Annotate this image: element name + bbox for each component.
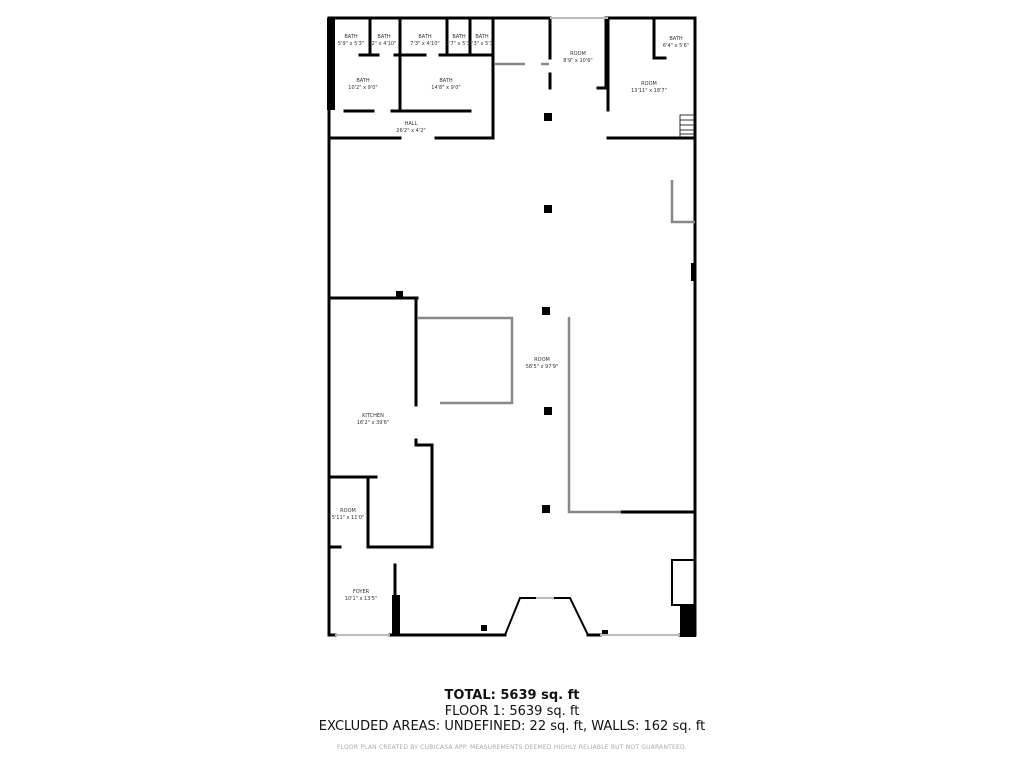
room-dimensions: 5'11" x 11'0"	[332, 515, 365, 521]
room-name: ROOM	[340, 508, 356, 514]
room-name: FOYER	[353, 589, 370, 595]
room-name: BATH	[475, 34, 489, 40]
room-dimensions: 58'5" x 97'9"	[526, 364, 559, 370]
floor-area: FLOOR 1: 5639 sq. ft	[444, 704, 580, 719]
room-name: BATH	[452, 34, 466, 40]
room-name: BATH	[418, 34, 432, 40]
room-dimensions: 2" x 4'10"	[372, 41, 397, 47]
room-dimensions: 26'2" x 4'2"	[396, 128, 425, 134]
room-name: HALL	[405, 121, 418, 127]
room-name: ROOM	[641, 81, 657, 87]
room-name: ROOM	[570, 51, 586, 57]
room-name: ROOM	[534, 357, 550, 363]
room-dimensions: 7'3" x 4'10"	[410, 41, 439, 47]
room-name: KITCHEN	[362, 413, 384, 419]
disclaimer: FLOOR PLAN CREATED BY CUBICASA APP. MEAS…	[337, 744, 687, 751]
room-dimensions: 10'1" x 13'5"	[345, 596, 378, 602]
excluded-areas: EXCLUDED AREAS: UNDEFINED: 22 sq. ft, WA…	[318, 719, 706, 734]
thin-partitions	[418, 62, 695, 514]
room-dimensions: 13'11" x 18'7"	[631, 88, 667, 94]
walls	[327, 16, 697, 637]
room-dimensions: 10'2" x 9'0"	[348, 85, 377, 91]
room-dimensions: 6'4" x 5'6"	[663, 43, 689, 49]
room-name: BATH	[439, 78, 453, 84]
room-dimensions: 3'3" x 5'3"	[469, 41, 495, 47]
room-name: BATH	[356, 78, 370, 84]
thick-wall-segments	[327, 18, 696, 637]
stairs	[679, 114, 695, 139]
room-dimensions: 14'8" x 9'0"	[431, 85, 460, 91]
room-name: BATH	[377, 34, 391, 40]
room-name: BATH	[669, 36, 683, 42]
room-dimensions: 5'9" x 5'3"	[338, 41, 364, 47]
columns	[396, 113, 608, 636]
room-dimensions: 3'7" x 5'3"	[446, 41, 472, 47]
room-dimensions: 16'2" x 39'6"	[357, 420, 390, 426]
room-dimensions: 8'9" x 10'6"	[563, 58, 592, 64]
room-name: BATH	[344, 34, 358, 40]
windows	[335, 17, 680, 636]
total-area: TOTAL: 5639 sq. ft	[444, 688, 580, 703]
